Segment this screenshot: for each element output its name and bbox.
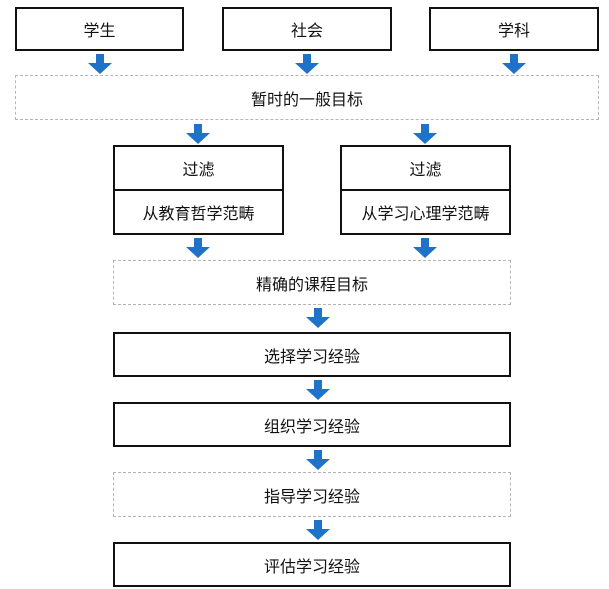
step-box-organize: 组织学习经验 [113,402,511,447]
tentative-goals-label: 暂时的一般目标 [250,89,363,109]
filter-box-philosophy: 过滤 从教育哲学范畴 [113,145,284,235]
down-arrow-icon [306,450,330,470]
down-arrow-icon [502,54,526,74]
source-box-subject: 学科 [429,7,599,51]
step-label: 组织学习经验 [263,416,360,436]
down-arrow-icon [186,238,210,258]
filter-label: 过滤 [115,147,282,191]
down-arrow-icon [306,380,330,400]
precise-goals-box: 精确的课程目标 [113,260,511,305]
filter-source-label: 从学习心理学范畴 [361,204,490,223]
filter-source-label: 从教育哲学范畴 [142,204,255,223]
tentative-goals-box: 暂时的一般目标 [15,75,599,120]
source-box-students: 学生 [15,7,184,51]
down-arrow-icon [306,520,330,540]
precise-goals-label: 精确的课程目标 [255,274,368,294]
down-arrow-icon [413,124,437,144]
down-arrow-icon [295,54,319,74]
step-box-select: 选择学习经验 [113,332,511,377]
source-label: 社会 [290,21,323,40]
down-arrow-icon [413,238,437,258]
down-arrow-icon [88,54,112,74]
step-label: 指导学习经验 [263,486,360,506]
filter-label: 过滤 [342,147,509,191]
step-box-guide: 指导学习经验 [113,472,511,517]
step-box-evaluate: 评估学习经验 [113,542,511,587]
down-arrow-icon [186,124,210,144]
source-label: 学生 [83,21,116,40]
step-label: 选择学习经验 [263,346,360,366]
filter-box-psychology: 过滤 从学习心理学范畴 [340,145,511,235]
source-label: 学科 [497,21,530,40]
source-box-society: 社会 [222,7,392,51]
step-label: 评估学习经验 [263,556,360,576]
down-arrow-icon [306,308,330,328]
